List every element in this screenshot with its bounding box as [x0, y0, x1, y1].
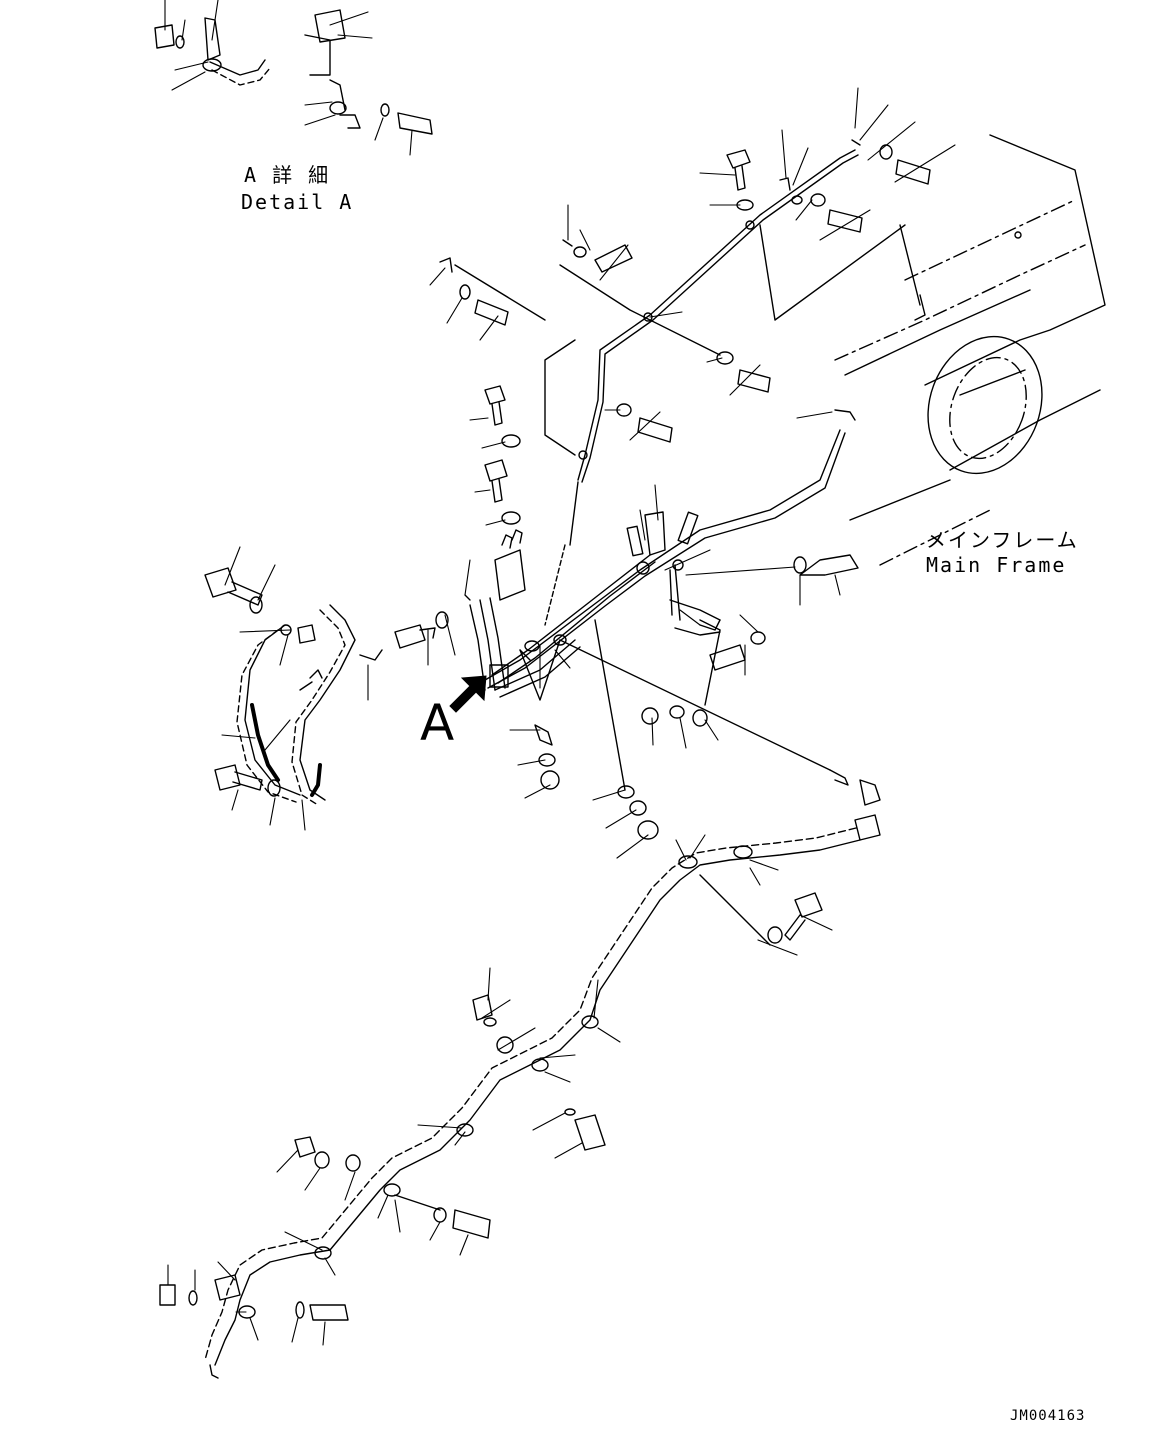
lower-fasteners	[159, 892, 823, 1321]
left-fasteners	[204, 567, 449, 797]
figure-code: JM004163	[1010, 1408, 1086, 1424]
main-frame-outline	[834, 134, 1106, 566]
centre-hose-bundle	[484, 409, 856, 698]
left-loop-hose	[236, 604, 356, 806]
detail-a-title-ja: A 詳 細	[244, 163, 331, 187]
upper-fasteners	[439, 144, 931, 525]
detail-a-inset	[154, 9, 433, 135]
bold-arrow-icon	[449, 675, 487, 713]
view-a-callout-letter: A	[420, 694, 455, 752]
upper-rigid-pipe	[454, 139, 906, 483]
lower-centre-fasteners	[534, 724, 659, 840]
main-frame-label-ja: メインフレーム	[926, 528, 1079, 552]
leader-lines	[164, 0, 956, 1346]
main-frame-label-en: Main Frame	[926, 553, 1067, 577]
detail-a-title-en: Detail A	[241, 190, 354, 214]
lower-long-hose	[204, 827, 861, 1379]
distribution-block	[464, 529, 567, 701]
